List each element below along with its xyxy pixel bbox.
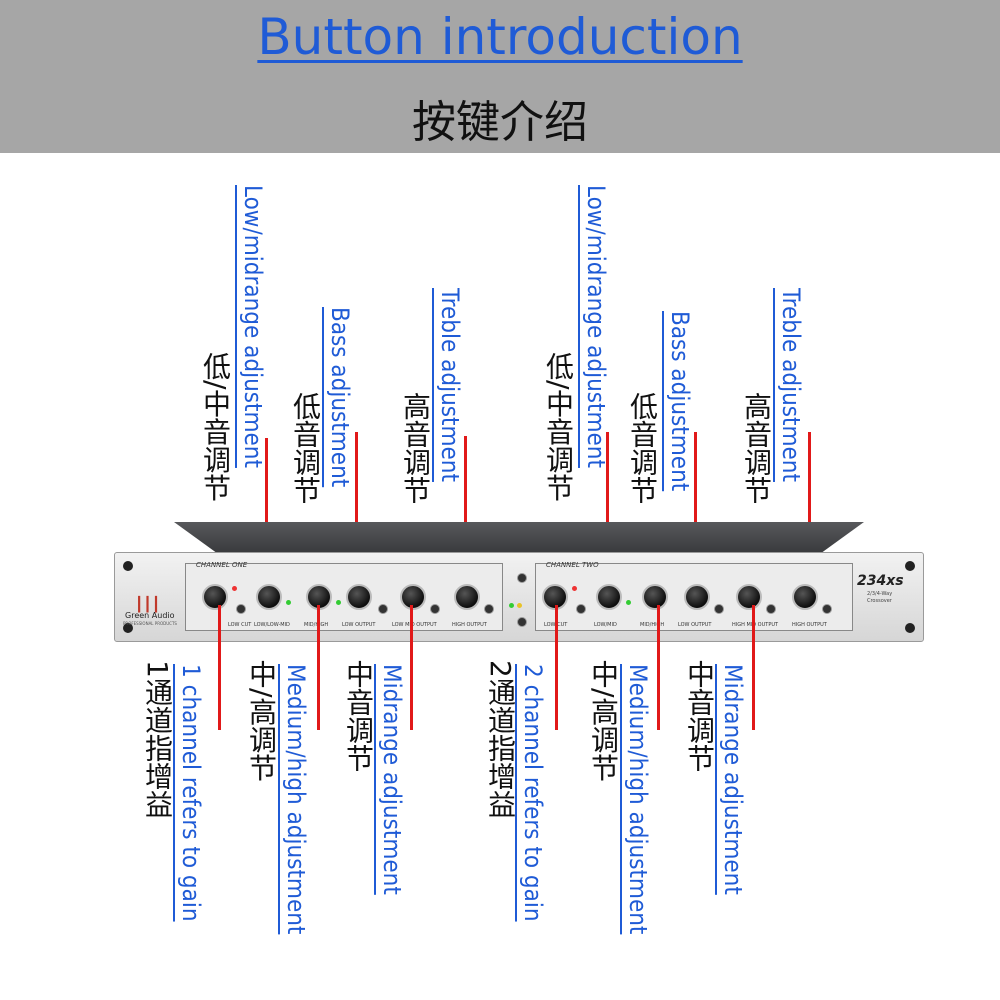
ch1-label-lowoutput: LOW OUTPUT	[342, 622, 376, 628]
channel-one-label: CHANNEL ONE	[196, 561, 248, 569]
ch1-label-lowcut: LOW CUT	[228, 622, 252, 628]
bottom-label-en-6: Midrange adjustment	[719, 664, 747, 895]
low-mid-output-knob-ch1[interactable]	[400, 584, 426, 610]
top-label-cn-2: 低音调节	[289, 392, 322, 504]
mute-button-ch2[interactable]	[714, 604, 724, 614]
led-icon	[572, 586, 577, 591]
mute-button-ch2[interactable]	[766, 604, 776, 614]
mid-high-knob-ch2[interactable]	[642, 584, 668, 610]
leader-line-top-3	[464, 436, 467, 587]
bottom-label-cn-4: 2通道指增益	[484, 660, 517, 818]
ch2-label-midhigh: MID/HIGH	[640, 622, 665, 628]
model-subtitle: 2/3/4-Way	[867, 591, 893, 597]
top-label-en-6: Treble adjustment	[777, 288, 805, 482]
high-output-knob-ch1[interactable]	[454, 584, 480, 610]
top-label-cn-6: 高音调节	[740, 392, 773, 504]
top-label-en-4: Low/midrange adjustment	[582, 185, 610, 468]
device-top-panel	[174, 522, 864, 552]
rack-hole-icon	[905, 623, 915, 633]
top-label-cn-1: 低/中音调节	[199, 352, 232, 502]
leader-line-bottom-2	[317, 605, 320, 730]
bottom-label-en-5: Medium/high adjustment	[624, 664, 652, 935]
leader-line-bottom-5	[657, 605, 660, 730]
mode-button[interactable]	[517, 573, 527, 583]
model-subtitle-2: Crossover	[867, 598, 892, 604]
bottom-label-cn-2: 中/高调节	[245, 660, 278, 782]
header-banner: Button introduction 按键介绍	[0, 0, 1000, 153]
channel-two-section: CHANNEL TWO LOW CUT LOW/MID MID/HIGH LOW…	[535, 561, 853, 631]
led-icon	[232, 586, 237, 591]
ch2-label-highmidoutput: HIGH MID OUTPUT	[732, 622, 779, 628]
high-mid-output-knob-ch2[interactable]	[736, 584, 762, 610]
leader-line-bottom-6	[752, 605, 755, 730]
leader-line-top-4	[606, 432, 609, 587]
device-faceplate: ┃┃┃ Green Audio PROFESSIONAL PRODUCTS CH…	[114, 552, 924, 642]
channel-one-section: CHANNEL ONE LOW CUT LOW/LOW-MID MID/HIGH…	[185, 561, 503, 631]
leader-line-top-5	[694, 432, 697, 587]
top-label-cn-4: 低/中音调节	[542, 352, 575, 502]
ch2-label-lowmid: LOW/MID	[594, 622, 617, 628]
ch2-label-lowoutput: LOW OUTPUT	[678, 622, 712, 628]
low-mid-knob-ch2[interactable]	[596, 584, 622, 610]
top-label-en-1: Low/midrange adjustment	[239, 185, 267, 468]
stereo-led-icon	[517, 603, 522, 608]
led-icon	[286, 600, 291, 605]
title-chinese: 按键介绍	[412, 97, 588, 148]
leader-line-top-2	[355, 432, 358, 587]
channel-two-label: CHANNEL TWO	[546, 561, 599, 569]
led-icon	[336, 600, 341, 605]
low-cut-button-ch1[interactable]	[236, 604, 246, 614]
leader-line-top-1	[265, 438, 268, 565]
brand-logo-icon: ┃┃┃	[135, 597, 161, 613]
mute-button-ch2[interactable]	[822, 604, 832, 614]
bottom-label-cn-6: 中音调节	[683, 660, 716, 772]
low-output-knob-ch1[interactable]	[346, 584, 372, 610]
bottom-label-en-3: Midrange adjustment	[378, 664, 406, 895]
low-lowmid-knob-ch1[interactable]	[256, 584, 282, 610]
brand-name: Green Audio	[125, 611, 175, 620]
bottom-label-cn-3: 中音调节	[342, 660, 375, 772]
bottom-label-cn-5: 中/高调节	[587, 660, 620, 782]
top-label-en-2: Bass adjustment	[326, 307, 354, 488]
crossover-device: ┃┃┃ Green Audio PROFESSIONAL PRODUCTS CH…	[114, 522, 924, 647]
ch1-label-lowmidoutput: LOW MID OUTPUT	[392, 622, 437, 628]
title-english: Button introduction	[257, 8, 743, 66]
leader-line-bottom-3	[410, 605, 413, 730]
top-label-en-5: Bass adjustment	[666, 311, 694, 492]
low-output-knob-ch2[interactable]	[684, 584, 710, 610]
led-icon	[626, 600, 631, 605]
ch1-label-midhigh: MID/HIGH	[304, 622, 328, 628]
mute-button-ch1[interactable]	[484, 604, 494, 614]
bottom-label-en-1: 1 channel refers to gain	[177, 664, 205, 922]
top-label-en-3: Treble adjustment	[436, 288, 464, 482]
model-name: 234xs	[857, 573, 904, 589]
rack-hole-icon	[123, 623, 133, 633]
ch1-label-highoutput: HIGH OUTPUT	[452, 622, 487, 628]
ch2-label-highoutput: HIGH OUTPUT	[792, 622, 827, 628]
top-label-cn-3: 高音调节	[399, 392, 432, 504]
leader-line-bottom-4	[555, 605, 558, 730]
gain-knob-ch1[interactable]	[202, 584, 228, 610]
mono-led-icon	[509, 603, 514, 608]
bottom-label-cn-1: 1通道指增益	[141, 660, 174, 818]
ch1-label-lowlowmid: LOW/LOW-MID	[254, 622, 290, 628]
bottom-label-en-2: Medium/high adjustment	[282, 664, 310, 935]
bottom-label-en-4: 2 channel refers to gain	[519, 664, 547, 922]
mode-button-2[interactable]	[517, 617, 527, 627]
leader-line-top-6	[808, 432, 811, 587]
mute-button-ch1[interactable]	[430, 604, 440, 614]
brand-subtitle: PROFESSIONAL PRODUCTS	[123, 621, 177, 626]
low-cut-button-ch2[interactable]	[576, 604, 586, 614]
rack-hole-icon	[905, 561, 915, 571]
high-output-knob-ch2[interactable]	[792, 584, 818, 610]
mute-button-ch1[interactable]	[378, 604, 388, 614]
rack-hole-icon	[123, 561, 133, 571]
leader-line-bottom-1	[218, 605, 221, 730]
top-label-cn-5: 低音调节	[626, 392, 659, 504]
